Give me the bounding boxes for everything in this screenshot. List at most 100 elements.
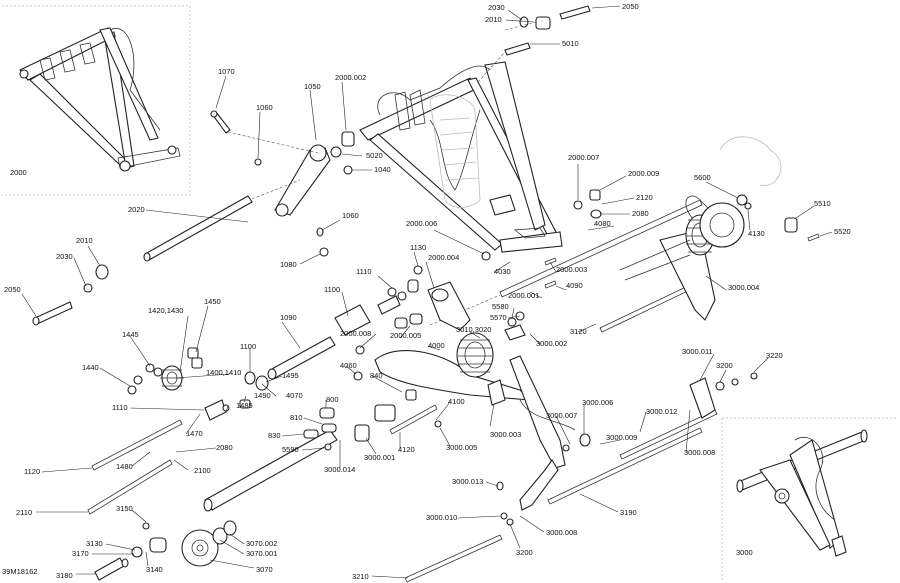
rear-arm-frame xyxy=(359,61,563,253)
label-1100: 1100 xyxy=(324,285,340,294)
label-2050: 2050 xyxy=(622,2,639,11)
left-spring-assembly xyxy=(127,347,269,421)
center-sleeves xyxy=(303,257,557,451)
label-2080: 2080 xyxy=(632,209,649,218)
label-3210: 3210 xyxy=(352,572,369,581)
label-4060: 4060 xyxy=(340,361,357,370)
shaft-3190 xyxy=(547,427,703,505)
label-2000-005: 2000.005 xyxy=(390,331,421,340)
label-1110: 1110 xyxy=(356,267,372,276)
front-plate-parts xyxy=(496,372,758,526)
label-5580: 5580 xyxy=(492,302,509,311)
shaft-1090 xyxy=(267,336,336,380)
label-5600: 5600 xyxy=(694,173,711,182)
label-2010b: 2010 xyxy=(76,236,93,245)
left-hardware xyxy=(32,264,109,326)
label-2030b: 2030 xyxy=(56,252,73,261)
label-39m18162: 39M18162 xyxy=(2,567,37,576)
shaft-2110 xyxy=(87,459,173,515)
bushings-upper xyxy=(254,131,355,257)
rear-fasteners xyxy=(573,136,820,242)
label-3000-012: 3000.012 xyxy=(646,407,677,416)
label-1060b: 1060 xyxy=(342,211,359,220)
label-2000: 2000 xyxy=(10,168,27,177)
label-3000-005: 3000.005 xyxy=(446,443,477,452)
shaft-3210 xyxy=(404,534,503,583)
part-labels: 2030 2010 2050 5010 1070 1060 1050 2000.… xyxy=(2,2,851,581)
label-1440: 1440 xyxy=(82,363,99,372)
label-1130: 1130 xyxy=(410,243,426,252)
label-5590: 5590 xyxy=(282,445,299,454)
label-2000-004: 2000.004 xyxy=(428,253,459,262)
label-2000-009: 2000.009 xyxy=(628,169,659,178)
label-1070: 1070 xyxy=(218,67,235,76)
label-5020: 5020 xyxy=(366,151,383,160)
label-3000-013: 3000.013 xyxy=(452,477,483,486)
label-840: 840 xyxy=(370,371,383,380)
label-1490: 1490 xyxy=(254,391,271,400)
label-4030: 4030 xyxy=(494,267,511,276)
label-3000-009: 3000.009 xyxy=(606,433,637,442)
label-3000-003: 3000.003 xyxy=(490,430,521,439)
label-1060: 1060 xyxy=(256,103,273,112)
bolt-4120 xyxy=(389,404,438,435)
label-1445: 1445 xyxy=(122,330,139,339)
label-810: 810 xyxy=(290,413,303,422)
label-2120: 2120 xyxy=(636,193,653,202)
label-1050: 1050 xyxy=(304,82,321,91)
label-3200: 3200 xyxy=(716,361,733,370)
rear-spring-assembly-3000-004 xyxy=(619,195,745,321)
label-3070: 3070 xyxy=(256,565,273,574)
label-4130: 4130 xyxy=(748,229,765,238)
rear-shock-outline xyxy=(429,94,481,208)
label-1110b: 1110 xyxy=(112,403,128,412)
label-1450: 1450 xyxy=(204,297,221,306)
label-1485: 1485 xyxy=(236,401,253,410)
label-1400-1410: 1400,1410 xyxy=(206,368,241,377)
label-2000-006: 2000.006 xyxy=(406,219,437,228)
label-5010: 5010 xyxy=(562,39,579,48)
label-3000-006: 3000.006 xyxy=(582,398,613,407)
label-3190: 3190 xyxy=(620,508,637,517)
label-4000: 4000 xyxy=(428,341,445,350)
label-2000-003: 2000.003 xyxy=(556,265,587,274)
label-1420-1430: 1420,1430 xyxy=(148,306,183,315)
label-5570: 5570 xyxy=(490,313,507,322)
label-3070-002: 3070.002 xyxy=(246,539,277,548)
label-2030: 2030 xyxy=(488,3,505,12)
label-2080b: 2080 xyxy=(216,443,233,452)
inset-rear-arm-assembly xyxy=(19,27,181,172)
label-1040: 1040 xyxy=(374,165,391,174)
front-spring-assembly xyxy=(374,324,576,469)
label-3220: 3220 xyxy=(766,351,783,360)
label-3010-3020: 3010,3020 xyxy=(456,325,491,334)
label-3170: 3170 xyxy=(72,549,89,558)
label-800: 800 xyxy=(326,395,339,404)
idler-wheel-assembly xyxy=(94,520,237,581)
label-2000-001: 2000.001 xyxy=(508,291,539,300)
shaft-3000-009 xyxy=(619,409,718,460)
label-3000-002: 3000.002 xyxy=(536,339,567,348)
label-3000-007: 3000.007 xyxy=(546,411,577,420)
leader-lines xyxy=(21,5,833,579)
label-2050b: 2050 xyxy=(4,285,21,294)
label-4090: 4090 xyxy=(566,281,583,290)
label-1470: 1470 xyxy=(186,429,203,438)
label-3070-001: 3070.001 xyxy=(246,549,277,558)
label-3000-008b: 3000.008 xyxy=(546,528,577,537)
label-1495: 1495 xyxy=(282,371,299,380)
inset-front-arm-assembly xyxy=(736,429,868,557)
link-arm-1050 xyxy=(210,110,331,217)
label-3000-014: 3000.014 xyxy=(324,465,355,474)
label-3120: 3120 xyxy=(570,327,587,336)
label-5520: 5520 xyxy=(834,227,851,236)
shaft-1120 xyxy=(91,419,183,471)
label-3000-004: 3000.004 xyxy=(728,283,759,292)
shaft-3120 xyxy=(599,284,693,333)
label-4120: 4120 xyxy=(398,445,415,454)
label-3140: 3140 xyxy=(146,565,163,574)
label-830: 830 xyxy=(268,431,281,440)
label-1120: 1120 xyxy=(24,467,40,476)
label-1090: 1090 xyxy=(280,313,297,322)
